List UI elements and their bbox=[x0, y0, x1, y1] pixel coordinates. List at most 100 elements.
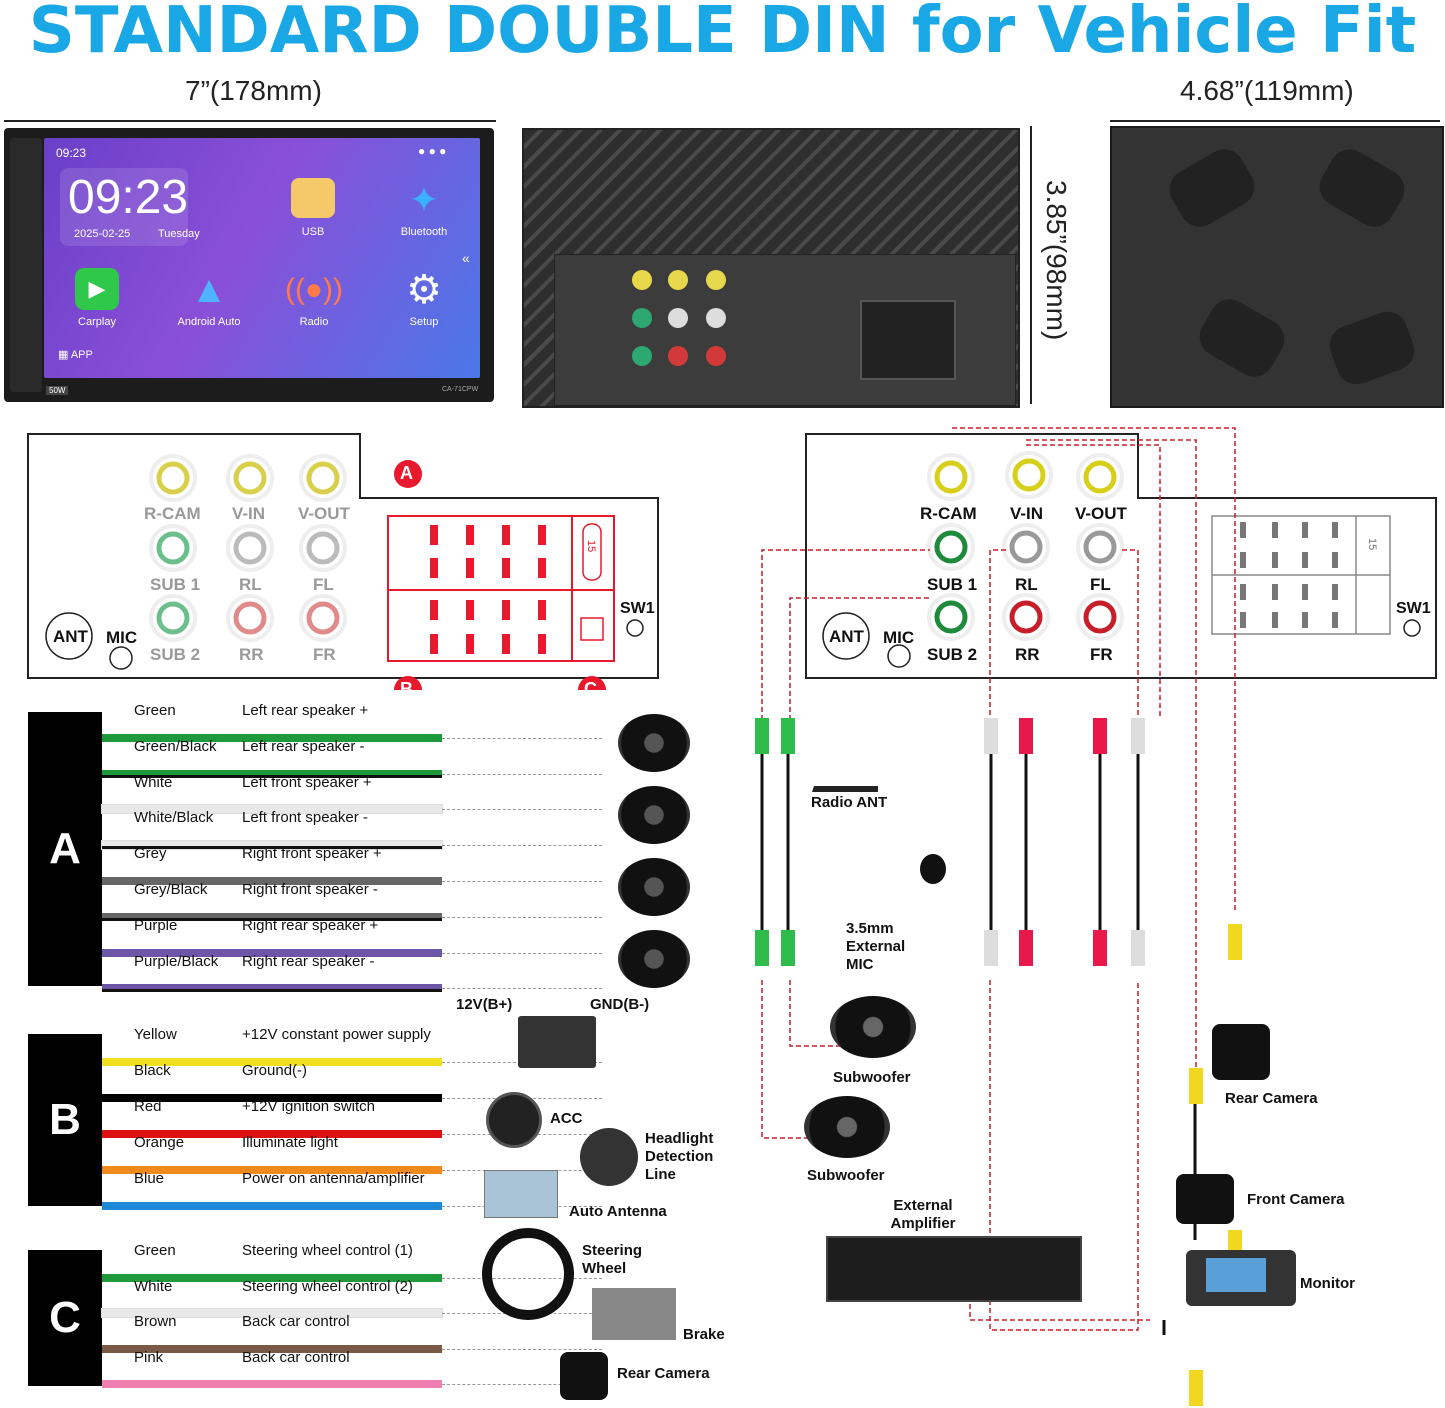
side-mount-hole bbox=[1312, 142, 1412, 234]
marker-b: B bbox=[400, 679, 413, 699]
height-dimension-label: 3.85”(98mm) bbox=[1041, 180, 1072, 341]
ignition-key-icon bbox=[486, 1092, 542, 1148]
wire-function-label: Left rear speaker - bbox=[242, 737, 365, 755]
rear-camera-label-left: Rear Camera bbox=[617, 1365, 710, 1382]
width-dimension-label: 7”(178mm) bbox=[185, 75, 322, 106]
android-auto-app[interactable]: ▲ Android Auto bbox=[164, 268, 254, 328]
wire-function-label: Illuminate light bbox=[242, 1134, 338, 1151]
wire-lead bbox=[442, 809, 602, 811]
rear-harness-socket bbox=[860, 300, 956, 380]
radio-icon: ((●)) bbox=[284, 273, 344, 306]
wire-function-label: Right front speaker + bbox=[242, 845, 382, 863]
wire-color-label: White/Black bbox=[134, 809, 214, 827]
model-label: CA-71CPW bbox=[442, 386, 479, 393]
head-unit-rear bbox=[522, 128, 1020, 408]
side-mount-hole bbox=[1162, 142, 1262, 234]
port-label-rcam-right: R-CAM bbox=[920, 504, 977, 523]
wire-lead bbox=[442, 916, 602, 918]
right-wiring-diagram bbox=[755, 427, 1437, 1406]
speaker-icon bbox=[618, 930, 690, 988]
app-drawer-button[interactable]: ▦ APP bbox=[58, 349, 93, 361]
wire-color-label: Yellow bbox=[134, 1026, 177, 1043]
wire-function-label: Steering wheel control (1) bbox=[242, 1242, 413, 1259]
port-label-rcam: R-CAM bbox=[144, 504, 201, 523]
power-plus-label: 12V(B+) bbox=[456, 996, 513, 1013]
port-label-sub1-right: SUB 1 bbox=[927, 575, 978, 594]
head-unit-side bbox=[1110, 126, 1444, 408]
battery-icon bbox=[518, 1016, 596, 1068]
wire-color-label: Green bbox=[134, 1242, 176, 1259]
wire-color-label: Green/Black bbox=[134, 737, 217, 755]
wire-function-label: Right front speaker - bbox=[242, 881, 378, 898]
monitor-icon bbox=[1186, 1250, 1296, 1306]
front-camera-label: Front Camera bbox=[1247, 1191, 1345, 1208]
left-rca-ports bbox=[149, 454, 347, 642]
depth-dimension-label: 4.68”(119mm) bbox=[1180, 75, 1354, 106]
wire-function-label: Power on antenna/amplifier bbox=[242, 1170, 425, 1187]
wire-lead bbox=[442, 845, 602, 847]
wire bbox=[102, 1130, 442, 1138]
wire-color-label: White bbox=[134, 773, 173, 791]
antenna-icon bbox=[484, 1170, 558, 1218]
rear-port-cluster bbox=[632, 270, 726, 366]
setup-app[interactable]: ⚙ Setup bbox=[394, 268, 454, 328]
external-mic-label: 3.5mm External MIC bbox=[846, 920, 906, 973]
wire-color-label: Orange bbox=[134, 1134, 185, 1151]
usb-label: USB bbox=[301, 226, 325, 238]
port-label-rl: RL bbox=[239, 575, 262, 594]
height-dimension-line bbox=[1030, 126, 1032, 404]
harness-row: Green Steering wheel control (1) bbox=[102, 1242, 602, 1290]
android-auto-label: Android Auto bbox=[177, 316, 241, 328]
wire-function-label: Steering wheel control (2) bbox=[242, 1277, 413, 1295]
wire bbox=[102, 1058, 442, 1066]
brake-label: Brake bbox=[683, 1326, 725, 1343]
app-drawer-label: APP bbox=[70, 349, 93, 361]
status-icons: ● ● ● bbox=[418, 144, 447, 158]
wire-lead bbox=[442, 737, 602, 739]
wire bbox=[102, 948, 442, 957]
port-label-vout-right: V-OUT bbox=[1075, 504, 1127, 523]
acc-label: ACC bbox=[550, 1110, 583, 1127]
mic-icon bbox=[920, 854, 946, 884]
usb-icon bbox=[291, 178, 335, 218]
radio-ant-label: Radio ANT bbox=[811, 794, 888, 811]
usb-app[interactable]: USB bbox=[288, 178, 338, 238]
sw1-label-right: SW1 bbox=[1396, 600, 1431, 617]
rca-cables bbox=[760, 750, 1197, 1335]
wire-color-label: Brown bbox=[134, 1313, 177, 1331]
wattage-badge: 50W bbox=[46, 386, 69, 395]
left-connector-panel bbox=[27, 433, 659, 690]
ant-label-right: ANT bbox=[829, 627, 864, 646]
wire bbox=[102, 769, 442, 778]
front-camera-icon bbox=[1176, 1174, 1234, 1224]
wire-lead bbox=[442, 880, 602, 882]
subwoofer-label-1: Subwoofer bbox=[833, 1069, 911, 1086]
side-mount-hole bbox=[1192, 292, 1292, 384]
port-label-vout: V-OUT bbox=[298, 504, 350, 523]
clock-widget: 09:23 2025-02-25 Tuesday bbox=[60, 168, 200, 246]
wire bbox=[101, 804, 443, 815]
wire bbox=[102, 876, 442, 885]
wire bbox=[102, 984, 442, 993]
wire-color-label: Purple/Black bbox=[134, 952, 219, 970]
speaker-icon bbox=[618, 858, 690, 916]
wire-function-label: Left front speaker + bbox=[242, 773, 372, 791]
radio-antenna-icon bbox=[812, 700, 878, 792]
bluetooth-app[interactable]: ✦ Bluetooth bbox=[394, 178, 454, 238]
wire-lead bbox=[442, 1384, 602, 1386]
group-b-label: B bbox=[28, 1034, 102, 1206]
carplay-app[interactable]: ▶ Carplay bbox=[72, 268, 122, 328]
wire-function-label: +12V constant power supply bbox=[242, 1026, 431, 1043]
wire-color-label: Blue bbox=[134, 1170, 165, 1187]
port-label-sub2: SUB 2 bbox=[150, 645, 201, 664]
wire-lead bbox=[442, 988, 602, 990]
gear-icon: ⚙ bbox=[406, 268, 442, 312]
port-label-rl-right: RL bbox=[1015, 575, 1038, 594]
radio-app[interactable]: ((●)) Radio bbox=[284, 268, 344, 328]
collapse-icon[interactable]: « bbox=[462, 250, 470, 266]
wire-color-label: Pink bbox=[134, 1348, 164, 1366]
